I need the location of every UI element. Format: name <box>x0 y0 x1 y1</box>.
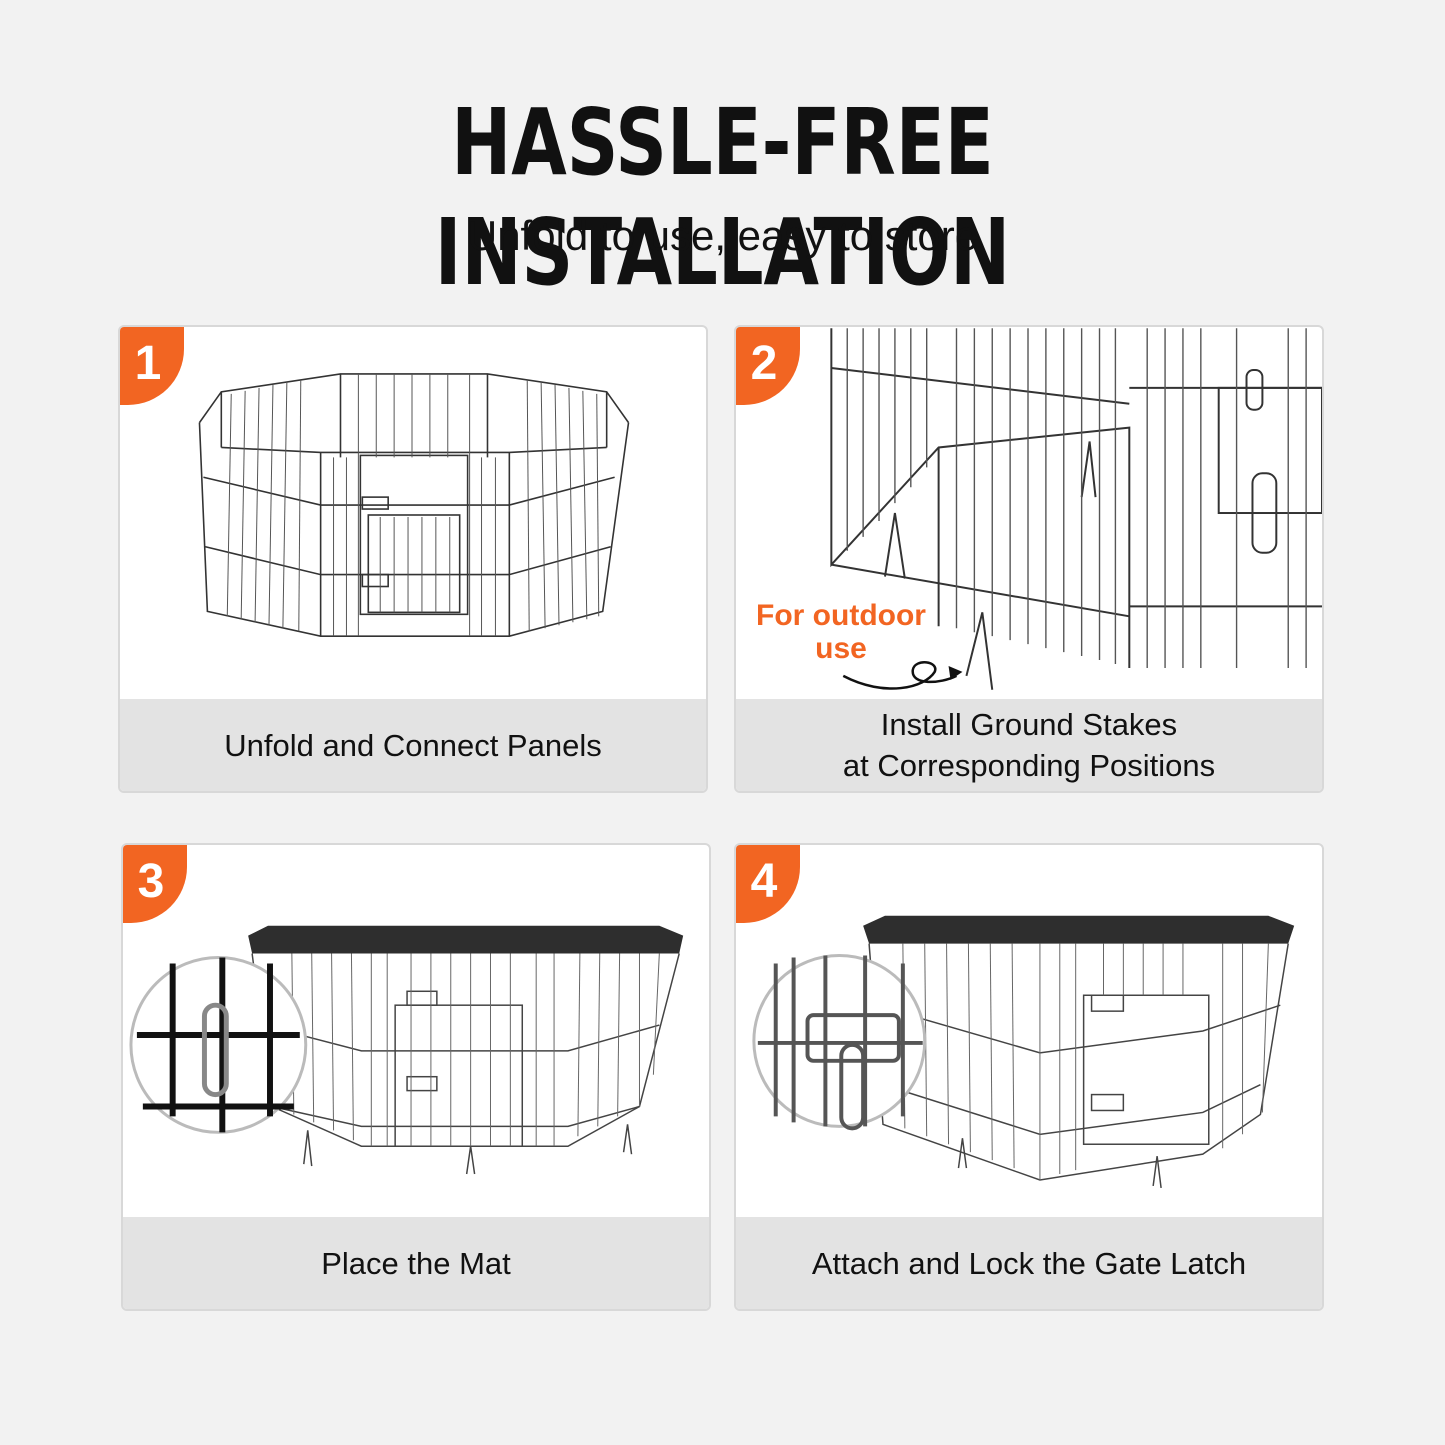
step-caption: Place the Mat <box>123 1217 709 1309</box>
outdoor-callout-line1: For outdoor <box>756 599 926 632</box>
step-caption-text: Place the Mat <box>321 1245 511 1281</box>
step-card-2: For outdoor use 2 Install Ground Stakes … <box>734 325 1324 793</box>
step-number-badge: 2 <box>736 327 800 405</box>
step-caption-line2: at Corresponding Positions <box>842 748 1216 783</box>
latch-closeup-inset <box>752 954 927 1131</box>
outdoor-callout-line2: use <box>815 632 867 665</box>
step-caption: Install Ground Stakes at Corresponding P… <box>736 699 1322 791</box>
step-card-3: 3 Place the Mat <box>121 843 711 1311</box>
step-caption: Unfold and Connect Panels <box>120 699 706 791</box>
playpen-unfolded-illustration <box>198 373 630 637</box>
page-subtitle: Unfold to use, easy to store <box>466 212 979 259</box>
carabiner-closeup-inset <box>129 956 308 1134</box>
step-caption-text: Attach and Lock the Gate Latch <box>811 1245 1247 1281</box>
playpen-with-mat-illustration <box>129 925 684 1175</box>
step-caption-line1: Install Ground Stakes <box>880 707 1178 742</box>
gate-latch-illustration <box>752 915 1295 1189</box>
step-caption: Attach and Lock the Gate Latch <box>736 1217 1322 1309</box>
page-title: HASSLE-FREE INSTALLATION <box>434 89 1011 306</box>
outdoor-use-callout: For outdoor use <box>736 599 946 665</box>
step-card-1: 1 Unfold and Connect Panels <box>118 325 708 793</box>
ground-stake-closeup-illustration <box>830 328 1322 690</box>
step-number-badge: 1 <box>120 327 184 405</box>
step-number-badge: 4 <box>736 845 800 923</box>
step-caption-text: Unfold and Connect Panels <box>224 727 602 763</box>
step-card-4: 4 Attach and Lock the Gate Latch <box>734 843 1324 1311</box>
